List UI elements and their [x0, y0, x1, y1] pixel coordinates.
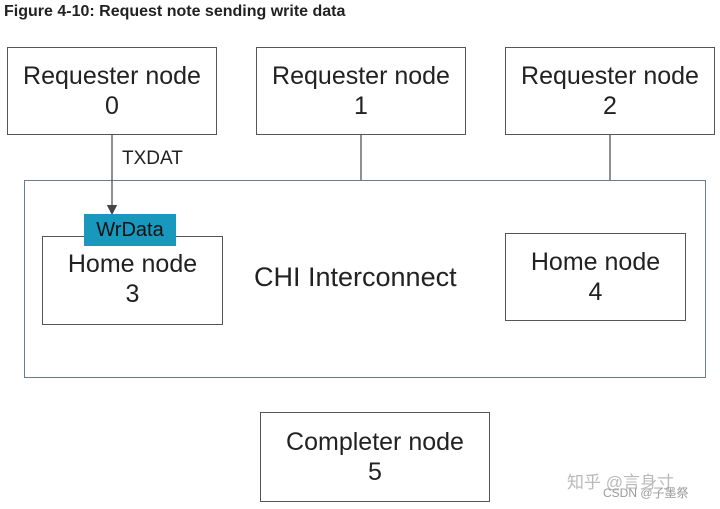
requester-node-0-label: Requester node [23, 62, 201, 90]
home-node-3: Home node 3 [42, 236, 223, 325]
zhihu-watermark: 知乎 @言身寸 [567, 473, 674, 492]
completer-node-5-label: Completer node [286, 428, 464, 456]
completer-node-5-id: 5 [368, 458, 382, 486]
requester-node-0: Requester node 0 [7, 47, 217, 135]
home-node-3-label: Home node [67, 250, 198, 278]
home-node-4-label: Home node [530, 248, 661, 276]
chi-interconnect-label: CHI Interconnect [254, 262, 457, 292]
completer-node-5: Completer node 5 [260, 412, 490, 502]
home-node-4-id: 4 [588, 278, 603, 306]
requester-node-0-id: 0 [105, 92, 119, 120]
home-node-4: Home node 4 [505, 233, 686, 321]
csdn-watermark: CSDN @子墨祭 [603, 486, 689, 500]
requester-node-2: Requester node 2 [505, 47, 715, 135]
requester-node-2-label: Requester node [521, 62, 699, 90]
requester-node-2-id: 2 [603, 92, 617, 120]
wrdata-packet: WrData [84, 214, 176, 246]
home-node-3-id: 3 [125, 280, 140, 308]
requester-node-1-label: Requester node [272, 62, 450, 90]
requester-node-1: Requester node 1 [256, 47, 466, 135]
requester-node-1-id: 1 [354, 92, 368, 120]
figure-caption: Figure 4-10: Request note sending write … [4, 3, 346, 20]
txdat-channel-label: TXDAT [122, 148, 183, 169]
